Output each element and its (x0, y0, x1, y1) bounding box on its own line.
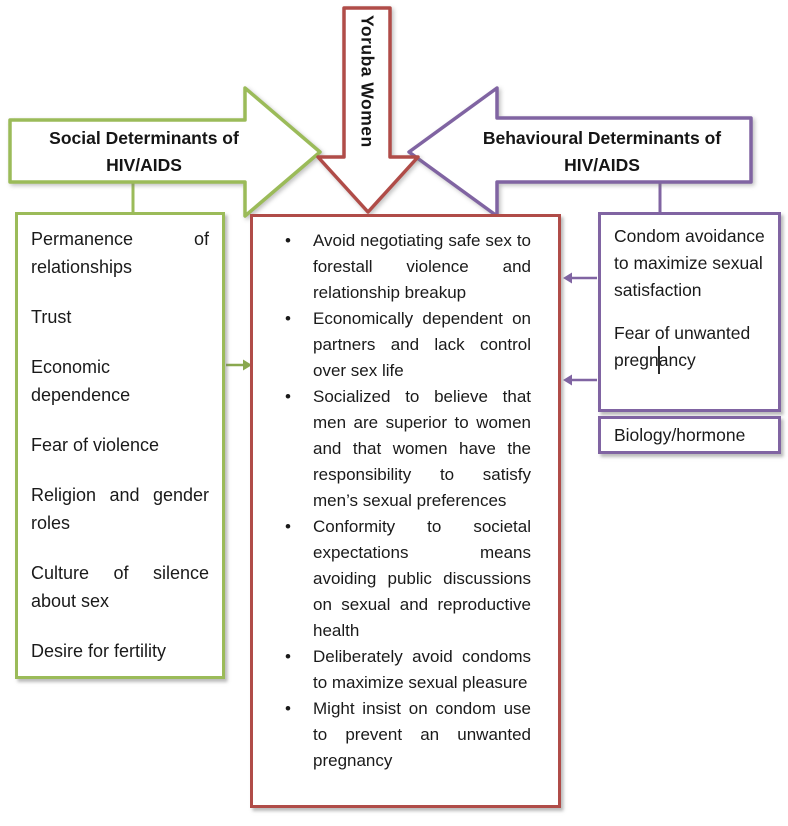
biology-hormone-label: Biology/hormone (614, 424, 746, 445)
bullet-item: • Avoid negotiating safe sex to forestal… (253, 228, 544, 306)
list-item: Desire for fertility (31, 641, 167, 661)
list-item: Permanence of relationships (31, 229, 209, 277)
bullet-item: • Might insist on condom use to prevent … (253, 696, 544, 774)
bullet-text: Socialized to believe that men are super… (313, 387, 531, 510)
list-item: Economic dependence (31, 357, 131, 405)
social-determinants-box: Permanence of relationships Trust Econom… (15, 212, 225, 679)
yoruba-women-arrow-label: Yoruba Women (357, 14, 378, 148)
bullet-glyph: • (285, 517, 291, 536)
behavioural-arrow-label: Behavioural Determinants of HIV/AIDS (482, 128, 722, 175)
biology-hormone-box: Biology/hormone (598, 416, 781, 454)
green-small-arrow-head (243, 359, 252, 371)
bullet-text: Avoid negotiating safe sex to forestall … (313, 231, 531, 302)
bullet-glyph: • (285, 387, 291, 406)
bullet-item: • Deliberately avoid condoms to maximize… (253, 644, 544, 696)
social-block-arrow (8, 86, 322, 218)
bullet-glyph: • (285, 231, 291, 250)
bullet-item: • Economically dependent on partners and… (253, 306, 544, 384)
bullet-item: • Socialized to believe that men are sup… (253, 384, 544, 514)
social-arrow-label: Social Determinants of HIV/AIDS (49, 128, 239, 175)
bullet-text: Conformity to societal expectations mean… (313, 517, 531, 640)
list-item: Condom avoidance to maximize sexual sati… (614, 226, 765, 300)
list-item: Fear of violence (31, 435, 160, 455)
list-item: Trust (31, 307, 72, 327)
behavioural-determinants-box: Condom avoidance to maximize sexual sati… (598, 212, 781, 412)
bullet-text: Might insist on condom use to prevent an… (313, 699, 531, 770)
purple-small-arrow-head-1 (563, 272, 572, 284)
bullet-text: Deliberately avoid condoms to maximize s… (313, 647, 531, 692)
list-item: Culture of silence about sex (31, 563, 209, 611)
bullet-item: • Conformity to societal expectations me… (253, 514, 544, 644)
purple-small-arrow-head-2 (563, 374, 572, 386)
text-cursor-artifact (658, 346, 660, 374)
yoruba-women-box: • Avoid negotiating safe sex to forestal… (250, 214, 561, 808)
bullet-glyph: • (285, 647, 291, 666)
list-item: Fear of unwanted pregnancy (614, 323, 751, 370)
bullet-glyph: • (285, 309, 291, 328)
yoruba-block-arrow (316, 6, 420, 214)
bullet-text: Economically dependent on partners and l… (313, 309, 531, 380)
behavioural-block-arrow (407, 86, 753, 218)
list-item: Religion and gender roles (31, 485, 209, 533)
bullet-glyph: • (285, 699, 291, 718)
